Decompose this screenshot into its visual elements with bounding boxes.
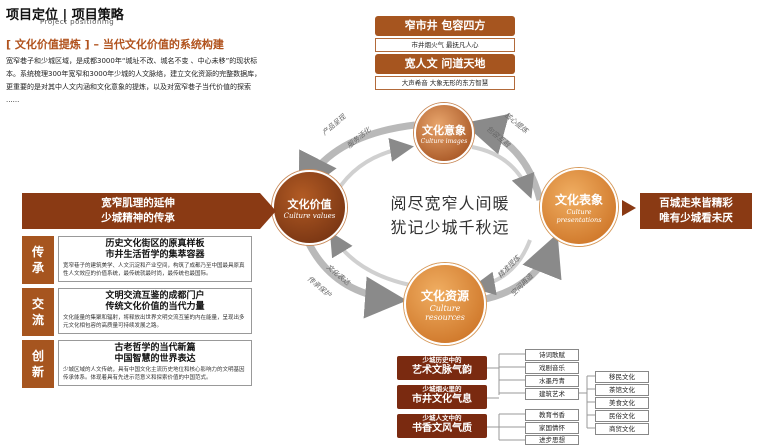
tree-item-market-0: 移民文化: [595, 371, 649, 383]
resource-literary: 少城人文中的 书香文风气质: [397, 414, 487, 438]
left-banner-line1: 宽窄肌理的延伸: [101, 197, 175, 209]
row-desc: 文化能量的集聚和辐射，将释放出世界文明交流互鉴的内在能量，呈现出多元文化相包容的…: [63, 315, 245, 329]
row-title2: 传统文化价值的当代力量: [105, 302, 205, 312]
circle-culture-images: 文化意象 Culture images: [414, 103, 474, 163]
row-detail-exchange: 文明交流互鉴的成都门户 传统文化价值的当代力量 文化能量的集聚和辐射，将释放出世…: [58, 288, 252, 334]
center-line1: 阅尽宽窄人间暖: [390, 194, 510, 213]
row-title1: 古老哲学的当代新篇: [114, 343, 196, 353]
left-banner-text: 宽窄肌理的延伸 少城精神的传承: [22, 196, 254, 226]
tree-item-art-2: 水墨丹青: [525, 375, 579, 387]
circle-culture-resources: 文化资源 Culture resources: [404, 263, 486, 345]
tree-item-art-3: 建筑艺术: [525, 388, 579, 400]
right-banner: 百城走来皆精彩 唯有少城看未厌: [640, 193, 752, 229]
banner-wide-humanity: 宽人文 问道天地: [375, 54, 515, 74]
page-title: 项目定位 | 项目策略: [6, 8, 124, 23]
sub-narrow-market: 市井烟火气 最抚凡人心: [375, 38, 515, 52]
tree-item-literary-0: 教育书香: [525, 409, 579, 421]
right-banner-line2: 唯有少城看未厌: [659, 212, 733, 224]
row-desc: 宽窄巷子的建筑美学、人文沉淀和产业空间，构筑了成都乃至中国最具原真性人文效应的价…: [63, 263, 245, 277]
tree-item-literary-1: 家国情怀: [525, 422, 579, 434]
row-title2: 市井生活哲学的集萃容器: [105, 250, 205, 260]
row-title1: 文明交流互鉴的成都门户: [105, 291, 205, 301]
tree-item-art-1: 戏剧音乐: [525, 362, 579, 374]
inner-arc-top-right: [471, 145, 535, 199]
page-subtitle: Project positioning: [40, 18, 115, 26]
row-label-inherit: 传 承: [22, 236, 54, 284]
inner-arc-bottom-right: [471, 239, 532, 296]
tree-item-market-3: 民俗文化: [595, 410, 649, 422]
inner-arc-bottom-left: [329, 231, 411, 287]
row-detail-inherit: 历史文化街区的原真样板 市井生活哲学的集萃容器 宽窄巷子的建筑美学、人文沉淀和产…: [58, 236, 252, 282]
row-detail-innovate: 古老哲学的当代新篇 中国智慧的世界表达 少城区域的人文传统，具有中国文化主流历史…: [58, 340, 252, 386]
tree-item-market-4: 商贸文化: [595, 423, 649, 435]
row-title1: 历史文化街区的原真样板: [105, 239, 205, 249]
left-banner-shape: [22, 193, 276, 229]
row-label-innovate: 创 新: [22, 340, 54, 388]
resource-market: 少城烟火里的 市井文化气息: [397, 385, 487, 409]
left-banner-line2: 少城精神的传承: [101, 212, 175, 224]
tree-item-market-2: 美食文化: [595, 397, 649, 409]
right-banner-line1: 百城走来皆精彩: [659, 197, 733, 209]
arc-top-right: [463, 113, 544, 201]
resource-art: 少城历史中的 艺术文脉气韵: [397, 356, 487, 380]
circle-culture-values: 文化价值 Culture values: [272, 170, 347, 245]
intro-paragraph: 宽窄巷子和少城区域，是成都3000年“城址不改、城名不变 、中心未移”的现状标本…: [6, 57, 262, 104]
tree-item-art-0: 诗词歌赋: [525, 349, 579, 361]
center-line2: 犹记少城千秋远: [390, 218, 510, 237]
row-desc: 少城区域的人文传统，具有中国文化主流历史地位和核心影响力的文明基因传承体系。体现…: [63, 367, 245, 381]
row-title2: 中国智慧的世界表达: [114, 354, 196, 364]
arc-bottom-right: [479, 233, 562, 304]
tree-connectors: [487, 353, 595, 441]
arc-bottom-left: [301, 233, 407, 319]
right-arrow-icon: [622, 200, 636, 216]
tree-item-literary-2: 进步思想: [525, 435, 579, 445]
sub-wide-humanity: 大声希音 大象无形的东方智慧: [375, 76, 515, 90]
row-label-exchange: 交 流: [22, 288, 54, 336]
section-heading: [ 文化价值提炼 ] – 当代文化价值的系统构建: [6, 38, 224, 51]
circle-culture-presentations: 文化表象 Culture presentations: [540, 168, 618, 246]
banner-narrow-market: 窄市井 包容四方: [375, 16, 515, 36]
tree-item-market-1: 茶馆文化: [595, 384, 649, 396]
